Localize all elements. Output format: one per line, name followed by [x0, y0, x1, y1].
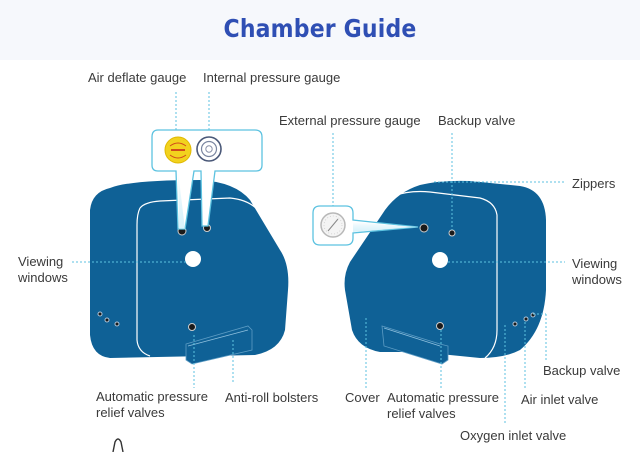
- label-backup-valve-side: Backup valve: [543, 363, 621, 378]
- label-backup-valve-top: Backup valve: [438, 113, 516, 128]
- label-air-inlet-valve: Air inlet valve: [521, 392, 599, 407]
- label-auto-pressure-relief-left: Automatic pressure relief valves: [96, 389, 208, 420]
- label-external-pressure-gauge: External pressure gauge: [279, 113, 421, 128]
- label-air-deflate-gauge: Air deflate gauge: [88, 70, 187, 85]
- label-viewing-windows-right: Viewing windows: [572, 256, 622, 287]
- viewing-window-icon: [185, 251, 201, 267]
- header-bar: Chamber Guide: [0, 0, 640, 60]
- external-pressure-gauge-icon: [320, 212, 346, 238]
- label-cover: Cover: [345, 390, 380, 405]
- partial-icon: [112, 438, 124, 452]
- viewing-window-icon: [432, 252, 448, 268]
- internal-pressure-gauge-icon: [196, 136, 222, 162]
- label-internal-pressure-gauge: Internal pressure gauge: [203, 70, 341, 85]
- right-chamber: [312, 133, 565, 425]
- page-title: Chamber Guide: [223, 14, 417, 43]
- left-chamber: [72, 92, 289, 388]
- label-auto-pressure-relief-right: Automatic pressure relief valves: [387, 390, 499, 421]
- label-anti-roll-bolsters: Anti-roll bolsters: [225, 390, 319, 405]
- label-zippers: Zippers: [572, 176, 616, 191]
- label-oxygen-inlet-valve: Oxygen inlet valve: [460, 428, 567, 443]
- label-viewing-windows-left: Viewing windows: [18, 254, 68, 285]
- air-deflate-gauge-icon: [164, 136, 192, 164]
